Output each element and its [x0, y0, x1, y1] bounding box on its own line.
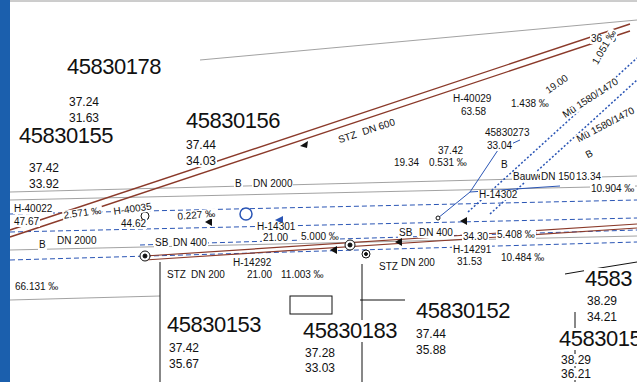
map-label: 5.000 ‰ [300, 232, 340, 242]
map-label: 37.44 [415, 328, 447, 340]
map-label: H-40029 [452, 94, 492, 104]
map-label: 0.227 ‰ [176, 209, 217, 222]
map-label: 19.34 [393, 158, 420, 168]
map-label: 45830273 [484, 128, 531, 138]
map-label: 45830183 [302, 320, 398, 342]
map-label: 4583 [584, 268, 633, 290]
map-label: 38.29 [586, 295, 618, 307]
map-label: STZ [166, 270, 187, 280]
map-label: 33.03 [304, 362, 336, 374]
map-label: 31.63 [68, 112, 100, 124]
map-label: 44.62 [120, 219, 147, 229]
map-label: H-40035 [112, 201, 153, 217]
map-label: DN 400 [172, 238, 208, 248]
map-label: 33.92 [28, 178, 60, 190]
stz-pipe [10, 24, 630, 237]
map-label: B [234, 179, 243, 189]
map-label: SB [154, 238, 169, 248]
map-label: H-14291 [452, 245, 492, 255]
sewer-band [10, 200, 637, 260]
map-label: 63.58 [460, 107, 487, 117]
map-label: 5.408 ‰ [496, 230, 536, 240]
map-label: STZ [336, 130, 359, 146]
map-label: 21.00 [262, 233, 289, 243]
map-label: 37.44 [185, 139, 217, 151]
map-label: H-14302 [478, 190, 518, 200]
map-label: 38.29 [560, 354, 592, 366]
map-label: Mü 1580/1470 [574, 105, 637, 145]
map-label: 37.42 [168, 342, 200, 354]
map-label: 0.531 ‰ [428, 158, 468, 168]
map-label: B [500, 160, 509, 170]
map-label: 66.131 ‰ [14, 282, 59, 292]
map-label: 21.00 [246, 270, 273, 280]
building-lines [160, 262, 637, 382]
profile-lines [468, 58, 637, 214]
map-label: 35.67 [168, 358, 200, 370]
map-label: 47.67 [13, 217, 40, 227]
map-label: STZ [378, 262, 399, 272]
map-label: DN 200 [400, 258, 436, 268]
map-label: H-14292 [232, 258, 272, 268]
map-label: DN 400 [418, 228, 454, 238]
map-label: DN 600 [360, 117, 397, 138]
map-label: 45830178 [66, 56, 162, 78]
map-label: 34.30 [462, 232, 489, 242]
manholes [140, 208, 440, 261]
map-label: DN 2000 [56, 236, 97, 246]
map-label: B [38, 240, 47, 250]
flow-arrows [205, 141, 467, 254]
map-label: B [583, 148, 595, 161]
map-label: DN 2000 [252, 179, 293, 189]
map-label: 45830153 [166, 314, 262, 336]
map-label: 19.00 [543, 72, 571, 96]
map-label: 37.42 [28, 162, 60, 174]
map-label: 37.42 [437, 146, 464, 156]
map-label: 45830156 [185, 110, 281, 132]
map-label: 2.571 ‰ [62, 205, 103, 220]
map-label: 36.21 [560, 368, 592, 380]
map-label: Mü 1580/1470 [560, 76, 621, 120]
map-label: 37.24 [68, 96, 100, 108]
stz-pipe-small [145, 224, 637, 260]
map-label: 33.04 [486, 141, 513, 151]
map-label: 11.003 ‰ [280, 270, 325, 280]
map-label: 1.438 ‰ [510, 99, 550, 109]
map-label: SB [398, 228, 413, 238]
frame-bar [0, 0, 10, 382]
map-label: 10.904 ‰ [590, 184, 635, 194]
map-label: 31.53 [456, 257, 483, 267]
map-label: H-40022 [13, 204, 53, 214]
parcel-lines [10, 20, 637, 300]
map-label: 34.21 [586, 311, 618, 323]
map-label: 10.484 ‰ [500, 253, 545, 263]
map-label: 13.34 [575, 172, 602, 182]
map-label: 34.03 [185, 155, 217, 167]
map-label: 45830155 [18, 125, 114, 147]
map-label: 4583015 [558, 328, 637, 350]
map-label: DN 200 [190, 270, 226, 280]
frame-line [10, 1, 637, 2]
map-label: H-14301 [256, 222, 296, 232]
map-label: 37.28 [304, 347, 336, 359]
map-label: 45830152 [415, 300, 511, 322]
map-label: 35.88 [415, 344, 447, 356]
